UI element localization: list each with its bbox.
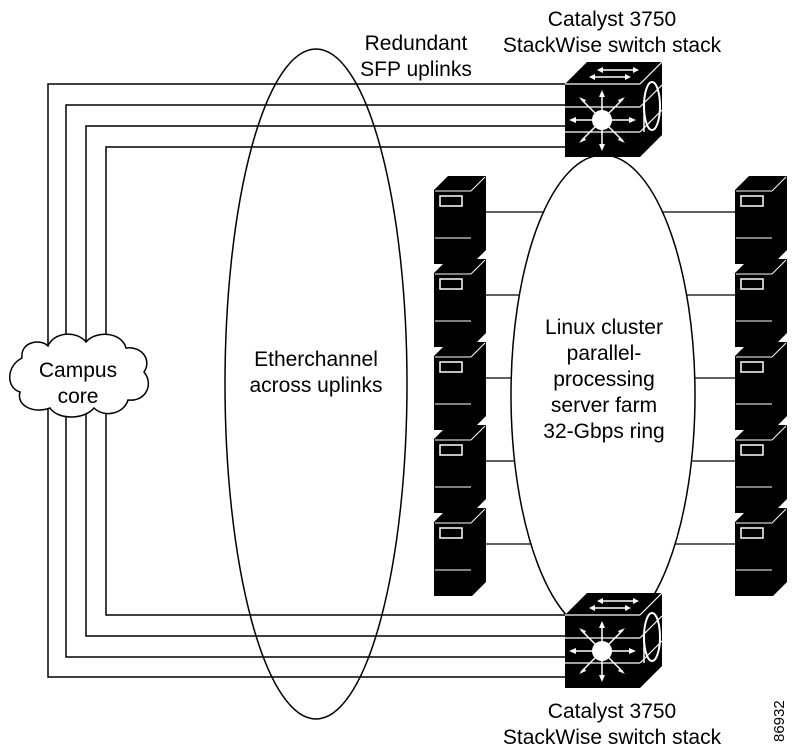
- cluster-label-line2: parallel-: [567, 342, 642, 365]
- etherchannel-ellipse: [224, 48, 408, 720]
- campus-label-line2: core: [58, 385, 99, 408]
- server-icon: [734, 258, 788, 348]
- server-icon: [734, 175, 788, 265]
- switch-stack-icon: [564, 61, 663, 158]
- uplink-bottom-4: [47, 405, 568, 678]
- uplink-top-2: [65, 104, 568, 355]
- uplink-top-3: [85, 125, 568, 355]
- cluster-label-line3: processing: [553, 368, 655, 391]
- server-icon: [734, 507, 788, 597]
- cluster-label-line5: 32-Gbps ring: [543, 420, 664, 443]
- bottom-switch-label-line1: Catalyst 3750: [548, 700, 676, 723]
- server-icon: [734, 424, 788, 514]
- server-icon: [433, 175, 487, 265]
- top-switch-label-line1: Catalyst 3750: [548, 8, 676, 31]
- cloud-icon: [9, 333, 149, 418]
- figure-number: 86932: [771, 700, 788, 742]
- uplinks-top: [47, 83, 568, 355]
- server-icon: [433, 507, 487, 597]
- uplinks-bottom: [47, 405, 568, 678]
- uplink-top-1: [47, 83, 568, 355]
- etherchannel-label-line1: Etherchannel: [254, 348, 378, 371]
- uplink-bottom-2: [85, 405, 568, 637]
- top-switch-label-line2: StackWise switch stack: [503, 34, 722, 57]
- uplinks-label-line2: SFP uplinks: [360, 58, 472, 81]
- servers-left: [433, 175, 487, 597]
- server-icon: [433, 258, 487, 348]
- uplink-top-4: [105, 146, 568, 355]
- cluster-label-line4: server farm: [551, 394, 657, 417]
- uplink-bottom-1: [105, 405, 568, 616]
- server-icon: [433, 424, 487, 514]
- switch-stack-icon: [564, 592, 663, 689]
- uplink-bottom-3: [65, 405, 568, 658]
- server-icon: [734, 341, 788, 431]
- uplinks-label-line1: Redundant: [365, 32, 468, 55]
- campus-label-line1: Campus: [39, 359, 117, 382]
- servers-right: [734, 175, 788, 597]
- etherchannel-label-line2: across uplinks: [249, 374, 382, 397]
- cluster-label-line1: Linux cluster: [545, 316, 663, 339]
- server-icon: [433, 341, 487, 431]
- bottom-switch-label-line2: StackWise switch stack: [503, 726, 722, 749]
